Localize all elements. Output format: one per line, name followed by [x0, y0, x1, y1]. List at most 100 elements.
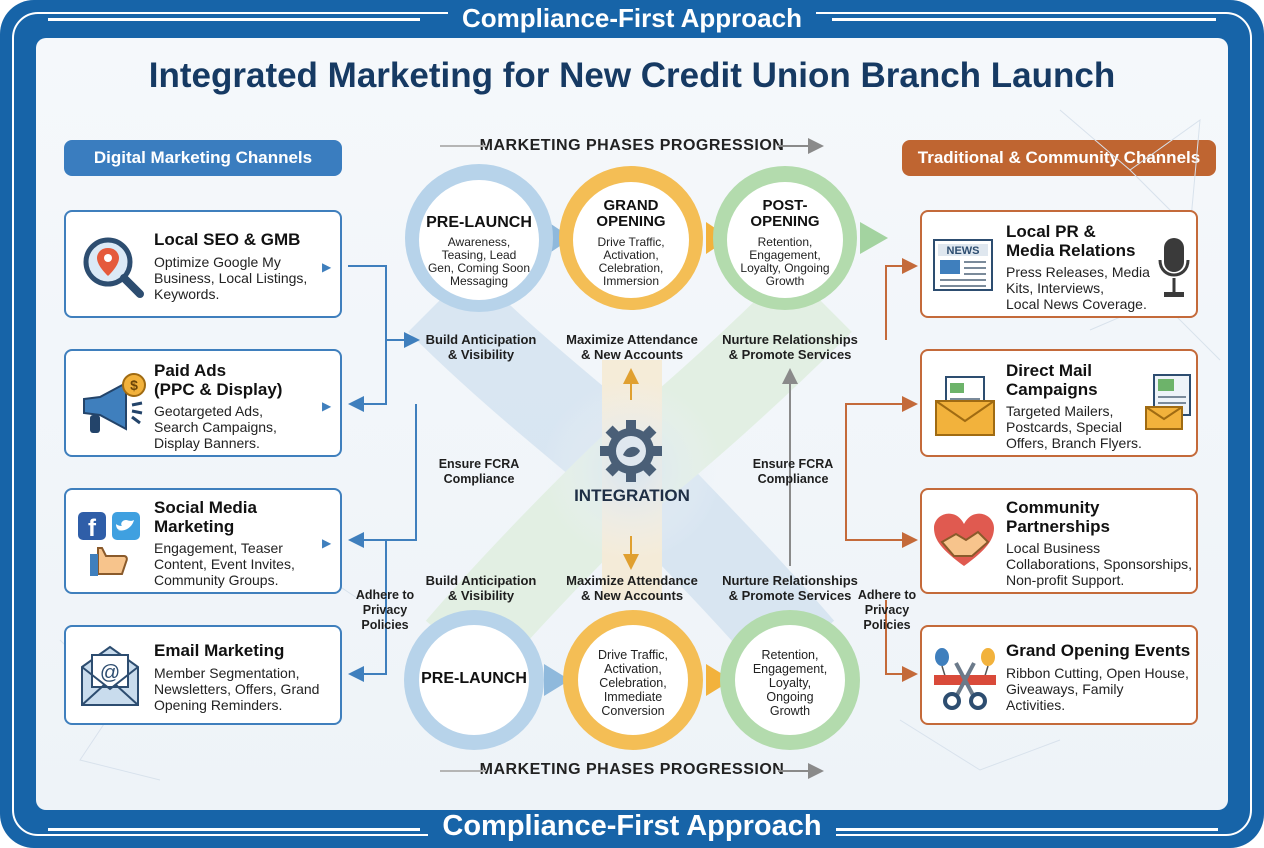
triangle-right-icon: ▶: [322, 536, 332, 550]
chevron-arrow-icon: [860, 222, 888, 254]
desc-line: Ongoing: [766, 690, 814, 704]
progression-label-top: MARKETING PHASES PROGRESSION: [479, 137, 785, 154]
desc-line: Community Groups.: [154, 572, 279, 588]
banner-top-text: Compliance-First Approach: [448, 3, 816, 34]
banner-line-left: [48, 18, 420, 21]
phase-circle-prelaunch-top: [405, 164, 553, 312]
card-paid-ads[interactable]: $ Paid Ads (PPC & Display) Geotargeted A…: [64, 349, 342, 457]
desc-line: Conversion: [601, 704, 665, 718]
gear-icon: [600, 420, 662, 482]
desc-line: Activation,: [604, 662, 662, 676]
svg-text:$: $: [130, 377, 138, 393]
ribbon-scissors-icon: [934, 648, 996, 710]
mail-envelope-icon: [935, 376, 995, 436]
desc-line: Gen, Coming Soon: [427, 261, 531, 275]
title-line: Partnerships: [1006, 517, 1110, 536]
card-local-pr[interactable]: NEWS Local PR & Media Relations Press Re…: [920, 210, 1198, 318]
desc-line: Non-profit Support.: [1006, 572, 1125, 588]
card-desc: Geotargeted Ads, Search Campaigns, Displ…: [154, 403, 277, 451]
triangle-right-icon: ▶: [322, 260, 332, 274]
banner-bottom: Compliance-First Approach: [0, 810, 1264, 843]
label-line: & Promote Services: [728, 347, 852, 362]
desc-line: Kits, Interviews,: [1006, 280, 1105, 296]
svg-text:@: @: [100, 662, 120, 684]
card-community-partnerships[interactable]: Community Partnerships Local Business Co…: [920, 488, 1198, 594]
card-title: Local PR & Media Relations: [1006, 222, 1135, 260]
card-title: Direct Mail Campaigns: [1006, 361, 1098, 399]
label-nurture-bottom: Nurture Relationships& Promote Services: [714, 573, 866, 603]
desc-line: Content, Event Invites,: [154, 556, 295, 572]
label-line: Policies: [863, 618, 911, 632]
card-desc: Targeted Mailers, Postcards, Special Off…: [1006, 403, 1142, 451]
banner-line-bottom-left: [48, 828, 420, 831]
phase-post-opening-desc: Retention, Engagement, Loyalty, Ongoing …: [725, 236, 845, 288]
page-title: Integrated Marketing for New Credit Unio…: [148, 56, 1116, 95]
label-line: Policies: [361, 618, 409, 632]
desc-line: Offers, Branch Flyers.: [1006, 435, 1142, 451]
desc-line: Retention,: [757, 235, 813, 249]
desc-line: Newsletters, Offers, Grand: [154, 681, 320, 697]
label-line: Maximize Attendance: [566, 573, 698, 588]
title-line: Direct Mail: [1006, 361, 1092, 380]
map-pin-magnifier-icon: [83, 237, 144, 298]
label-line: Nurture Relationships: [722, 332, 858, 347]
title-line: Media Relations: [1006, 241, 1136, 260]
desc-line: Collaborations, Sponsorships,: [1006, 556, 1192, 572]
title-line: Social Media: [154, 498, 257, 517]
desc-line: Press Releases, Media: [1006, 264, 1150, 280]
card-title: Paid Ads (PPC & Display): [154, 361, 282, 399]
banner-bottom-text: Compliance-First Approach: [428, 810, 836, 843]
desc-line: Teasing, Lead: [441, 248, 517, 262]
handshake-heart-icon: [934, 513, 994, 566]
label-line: & New Accounts: [580, 588, 684, 603]
desc-line: Engagement, Teaser: [154, 540, 283, 556]
label-line: Compliance: [443, 472, 515, 486]
desc-line: Celebration,: [599, 676, 667, 690]
desc-line: Optimize Google My: [154, 254, 281, 270]
card-title: Social Media Marketing: [154, 498, 257, 536]
desc-line: Immediate: [603, 690, 663, 704]
desc-line: Geotargeted Ads,: [154, 403, 263, 419]
banner-line-bottom-right: [834, 828, 1218, 831]
desc-line: Targeted Mailers,: [1006, 403, 1114, 419]
card-email-marketing[interactable]: @ Email Marketing Member Segmentation, N…: [64, 625, 342, 725]
card-grand-opening-events[interactable]: Grand Opening Events Ribbon Cutting, Ope…: [920, 625, 1198, 725]
desc-line: Engagement,: [749, 248, 821, 262]
card-desc: Local Business Collaborations, Sponsorsh…: [1006, 540, 1192, 588]
desc-line: Growth: [769, 704, 811, 718]
phase-post-opening-title: POST- OPENING: [725, 198, 845, 230]
label-line: & Promote Services: [728, 588, 852, 603]
card-desc: Optimize Google My Business, Local Listi…: [154, 254, 307, 302]
desc-line: Search Campaigns,: [154, 419, 277, 435]
label-nurture-top: Nurture Relationships& Promote Services: [714, 332, 866, 362]
desc-line: Opening Reminders.: [154, 697, 283, 713]
card-title: Local SEO & GMB: [154, 230, 301, 249]
title-line: Local PR &: [1006, 222, 1096, 241]
label-line: Maximize Attendance: [566, 332, 698, 347]
phase-prelaunch-desc: Awareness, Teasing, Lead Gen, Coming Soo…: [419, 236, 539, 288]
label-line: Nurture Relationships: [722, 573, 858, 588]
card-local-seo[interactable]: Local SEO & GMB Optimize Google My Busin…: [64, 210, 342, 318]
left-connectors: [348, 265, 420, 682]
card-title: Grand Opening Events: [1006, 641, 1191, 660]
desc-line: Member Segmentation,: [154, 665, 300, 681]
label-line: & Visibility: [447, 347, 515, 362]
digital-channels-header: Digital Marketing Channels: [64, 140, 342, 176]
flyer-envelope-icon: [1145, 374, 1191, 430]
card-desc: Member Segmentation, Newsletters, Offers…: [154, 665, 319, 713]
progression-label-bottom: MARKETING PHASES PROGRESSION: [479, 761, 785, 778]
desc-line: Awareness,: [447, 235, 511, 249]
label-line: Compliance: [757, 472, 829, 486]
title-line: (PPC & Display): [154, 380, 283, 399]
label-line: Build Anticipation: [425, 573, 537, 588]
desc-line: Giveaways, Family: [1006, 681, 1124, 697]
desc-line: Local Business: [1006, 540, 1101, 556]
card-direct-mail[interactable]: Direct Mail Campaigns Targeted Mailers, …: [920, 349, 1198, 457]
desc-line: Activities.: [1006, 697, 1066, 713]
card-social-media[interactable]: f Social Media Marketing Engagement, Tea…: [64, 488, 342, 594]
desc-line: Display Banners.: [154, 435, 260, 451]
label-line: & Visibility: [447, 588, 515, 603]
label-line: Privacy: [864, 603, 910, 617]
